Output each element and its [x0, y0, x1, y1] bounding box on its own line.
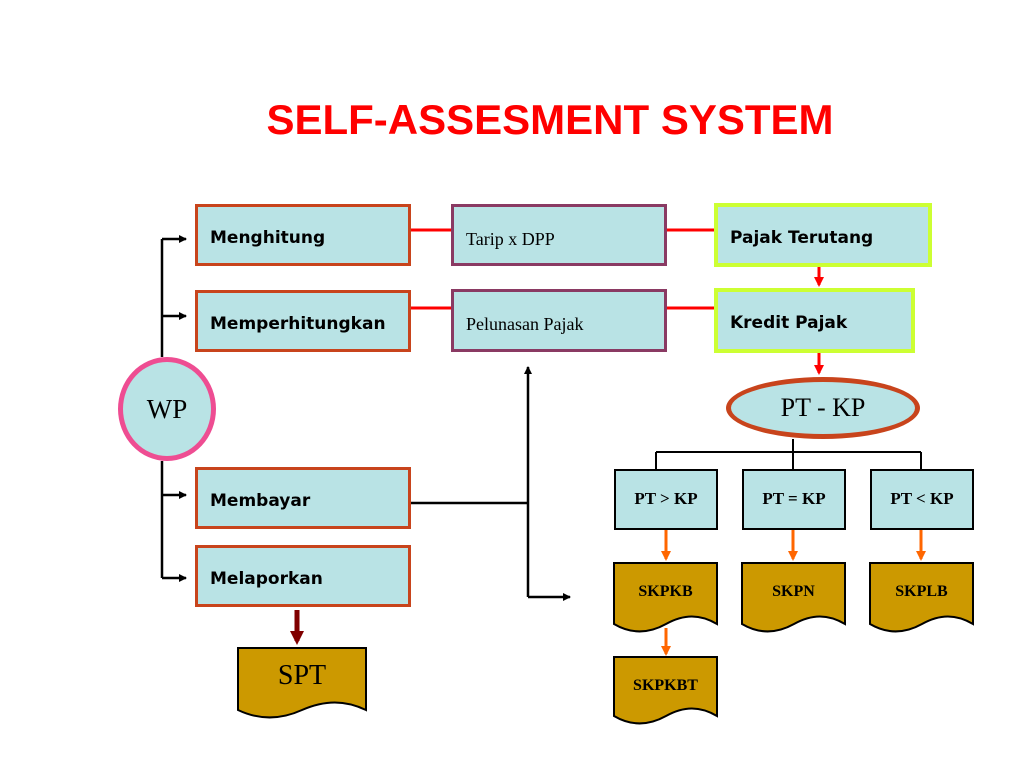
- document-label-spt: SPT: [277, 660, 327, 691]
- document-label-skplb: SKPLB: [895, 583, 948, 600]
- document-shape-skpn: [741, 562, 846, 633]
- result-box-pajak-terutang: Pajak Terutang: [714, 203, 932, 267]
- case-box-pt-less: PT < KP: [870, 469, 974, 530]
- document-shape-skplb: [869, 562, 974, 633]
- step-box-memperhitungkan: Memperhitungkan: [195, 290, 411, 352]
- document-label-skpkbt: SKPKBT: [633, 677, 698, 694]
- document-shape-skpkb: [613, 562, 718, 633]
- wp-circle: WP: [118, 357, 216, 461]
- document-shape-skpkbt: [613, 656, 718, 725]
- case-box-pt-equal: PT = KP: [742, 469, 846, 530]
- step-box-membayar: Membayar: [195, 467, 411, 529]
- result-box-kredit-pajak: Kredit Pajak: [714, 288, 915, 353]
- case-box-pt-greater: PT > KP: [614, 469, 718, 530]
- step-box-menghitung: Menghitung: [195, 204, 411, 266]
- step-box-melaporkan: Melaporkan: [195, 545, 411, 607]
- middle-box-tarip: Tarip x DPP: [451, 204, 667, 266]
- document-shape-spt: [237, 647, 367, 719]
- middle-box-pelunasan: Pelunasan Pajak: [451, 289, 667, 352]
- document-label-skpn: SKPN: [772, 583, 815, 600]
- ptkp-ellipse: PT - KP: [726, 377, 920, 439]
- page-title: SELF-ASSESMENT SYSTEM: [266, 96, 834, 143]
- document-label-skpkb: SKPKB: [638, 583, 693, 600]
